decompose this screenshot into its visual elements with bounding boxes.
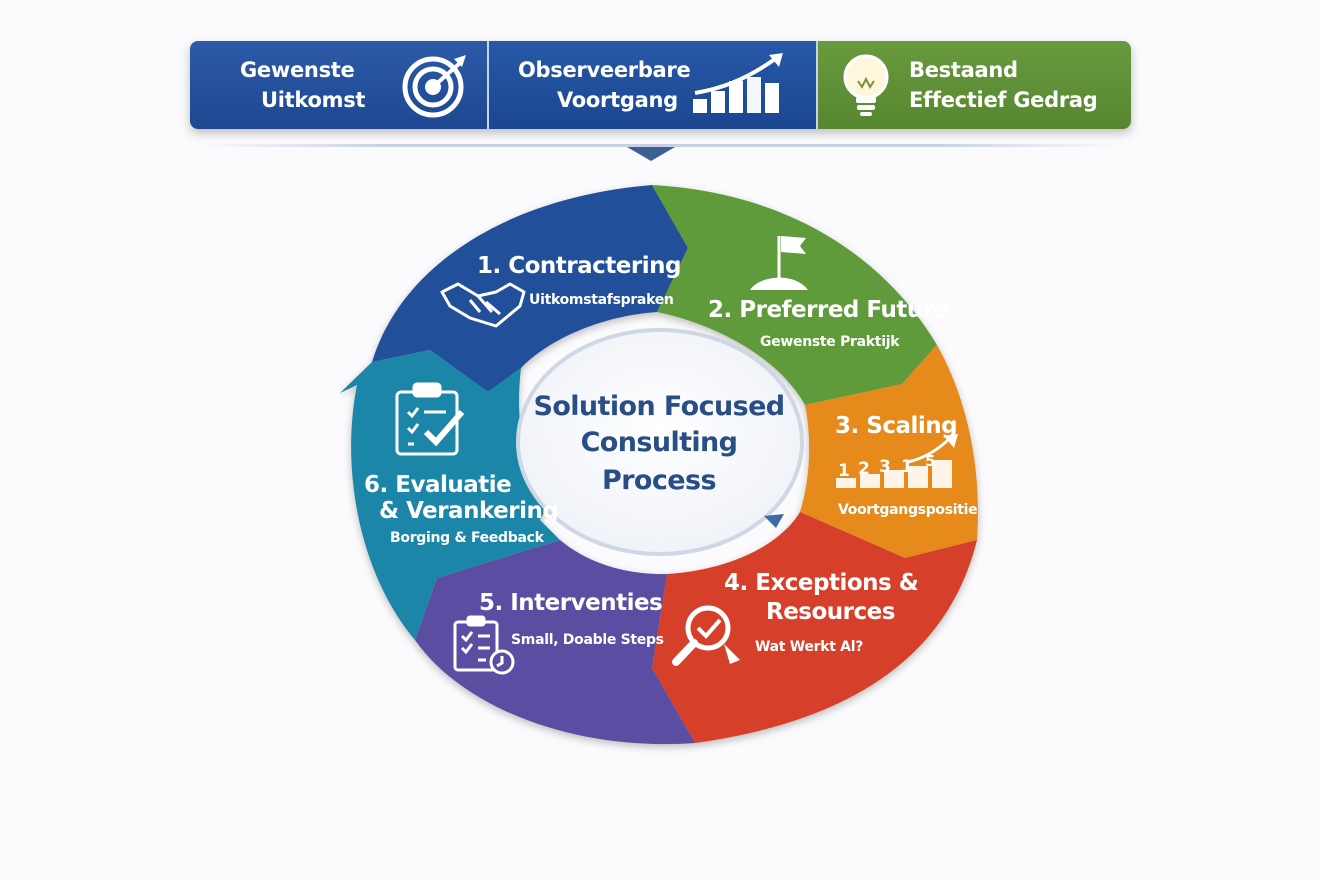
banner-panel-label: Gewenste Uitkomst <box>240 58 366 112</box>
handshake-icon <box>440 282 526 328</box>
banner-divider <box>200 144 1120 147</box>
scale-label-2: 2 <box>858 459 869 479</box>
scale-label-5: 5 <box>925 452 935 470</box>
center-title-line3: Process <box>602 465 716 496</box>
magnifier-check-icon <box>672 605 740 666</box>
scale-steps-icon <box>836 434 958 488</box>
checklist-clock-icon <box>453 615 515 675</box>
lightbulb-icon <box>843 54 889 116</box>
step-3-subtitle: Voortgangspositie <box>838 502 977 518</box>
top-banner: Gewenste Uitkomst Observeerbare Voortgan… <box>190 41 1131 129</box>
cycle-segment-contractering <box>372 185 688 392</box>
step-1-subtitle: Uitkomstafspraken <box>529 292 674 308</box>
rising-bar-chart-icon <box>693 53 783 113</box>
scale-label-1: 1 <box>838 461 849 481</box>
banner-panel-label: Observeerbare Voortgang <box>518 58 691 112</box>
step-6-title-line2: & Verankering <box>379 498 558 524</box>
banner-panel-effective-behavior: Bestaand Effectief Gedrag <box>818 41 1131 129</box>
center-title-line1: Solution Focused <box>533 391 784 422</box>
cycle-segment-preferred-future <box>652 185 937 405</box>
center-title-line2: Consulting <box>581 427 738 458</box>
banner-panel-label: Bestaand Effectief Gedrag <box>909 58 1098 112</box>
step-5-subtitle: Small, Doable Steps <box>511 632 664 648</box>
center-arrow-tip <box>764 514 784 528</box>
step-4-subtitle: Wat Werkt Al? <box>755 639 863 655</box>
target-icon <box>402 55 466 118</box>
cycle-segment-interventies <box>415 540 695 745</box>
cycle-segment-evaluatie <box>340 350 560 640</box>
flag-hill-icon <box>750 236 808 290</box>
step-4-title-line1: 4. Exceptions & <box>724 570 919 596</box>
step-4-title-line2: Resources <box>766 599 895 625</box>
step-2-title: 2. Preferred Future <box>708 297 949 323</box>
cycle-segment-exceptions-resources <box>652 512 977 743</box>
step-1-title: 1. Contractering <box>477 253 681 279</box>
clipboard-check-icon <box>395 382 465 456</box>
step-3-title: 3. Scaling <box>835 413 957 439</box>
step-5-title: 5. Interventies <box>479 590 662 616</box>
scale-label-4: 1 <box>901 457 912 477</box>
step-6-subtitle: Borging & Feedback <box>390 530 545 546</box>
banner-panel-desired-outcome: Gewenste Uitkomst <box>190 41 489 129</box>
cycle-segment-scaling <box>800 345 978 558</box>
center-hub <box>516 328 804 556</box>
banner-pointer <box>627 147 675 161</box>
step-6-title-line1: 6. Evaluatie <box>364 472 511 498</box>
banner-panel-observable-progress: Observeerbare Voortgang <box>489 41 818 129</box>
scale-label-3: 3 <box>879 457 890 477</box>
step-2-subtitle: Gewenste Praktijk <box>760 334 900 350</box>
